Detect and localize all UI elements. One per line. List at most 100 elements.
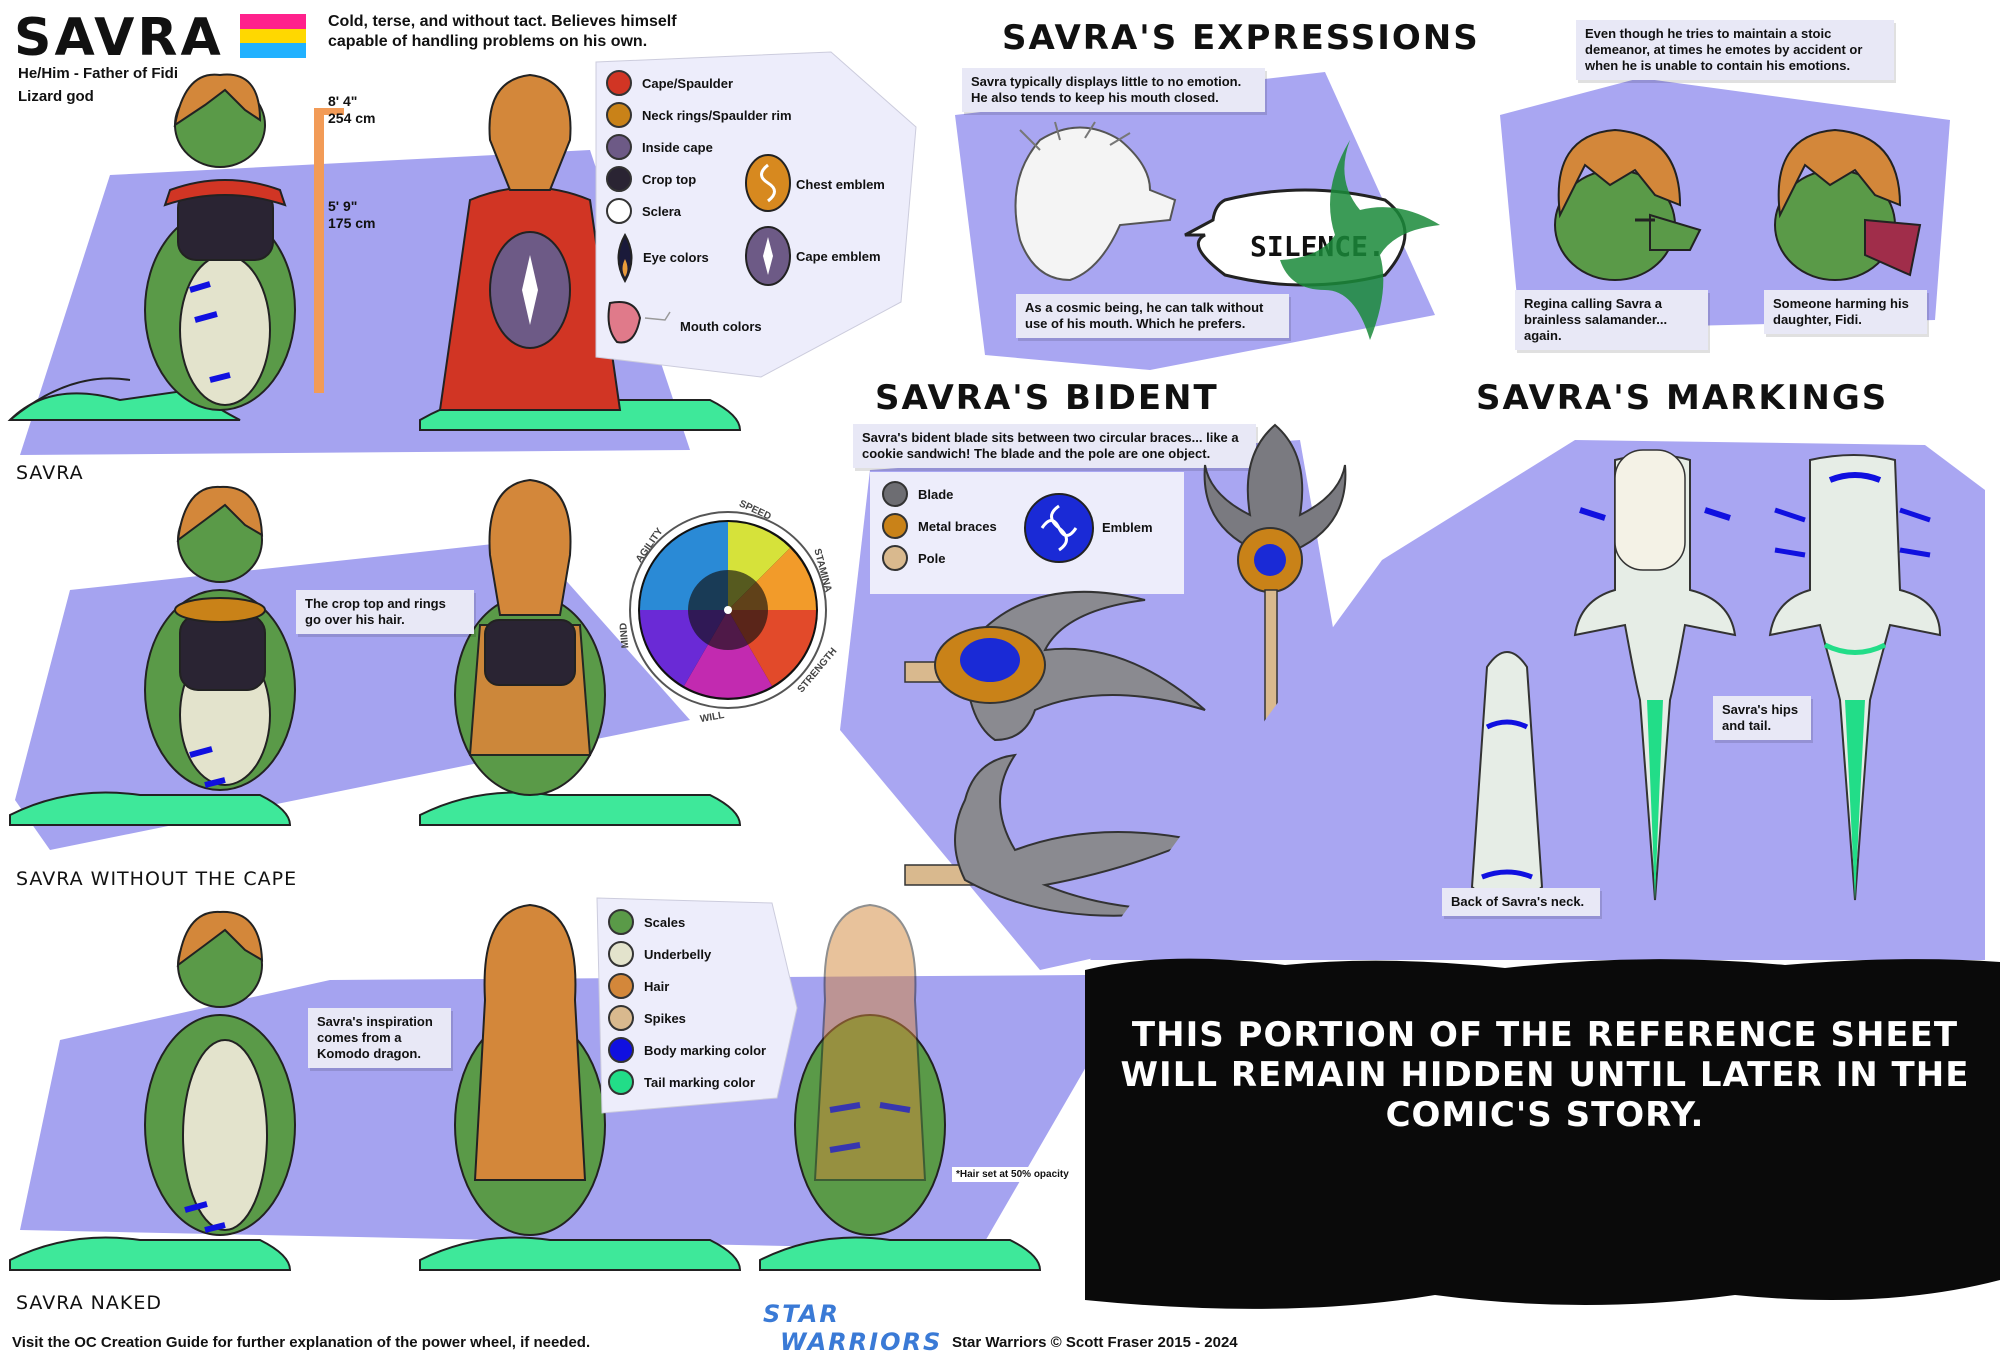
color-swatch <box>882 481 908 507</box>
color-swatch <box>882 545 908 571</box>
species: Lizard god <box>18 88 94 105</box>
row2-label: SAVRA WITHOUT THE CAPE <box>16 868 298 890</box>
color-swatch <box>606 166 632 192</box>
color-swatch <box>606 198 632 224</box>
eye-colors-label: Eye colors <box>643 250 709 265</box>
markings-hips-front <box>1573 449 1737 901</box>
cape-emblem-icon <box>745 226 791 286</box>
palette2-panel-bg <box>596 897 798 1114</box>
markings-neck-back <box>1470 651 1544 903</box>
cosmic-star-icon <box>1280 140 1440 340</box>
savra-back-nocape <box>419 478 742 826</box>
markings-hips-back <box>1768 454 1942 901</box>
swatch-neck-rings: Neck rings/Spaulder rim <box>606 99 792 131</box>
bident-title: SAVRA'S BIDENT <box>875 378 1219 418</box>
chest-emblem-icon <box>745 154 791 212</box>
swatch-sclera: Sclera <box>606 195 792 227</box>
height-mid-cm: 175 cm <box>328 215 376 231</box>
chest-emblem-label: Chest emblem <box>796 177 885 192</box>
power-wheel-footnote: Visit the OC Creation Guide for further … <box>12 1334 591 1351</box>
color-swatch <box>606 134 632 160</box>
swatch-label: Scales <box>644 914 686 930</box>
swatch-scales: Scales <box>608 906 766 938</box>
logo-line-1: STAR <box>763 1300 840 1328</box>
star-warriors-logo: STAR WARRIORS <box>745 1300 940 1360</box>
height-max-cm: 254 cm <box>328 110 376 126</box>
savra-back-hair-transparent <box>759 903 1042 1271</box>
swatch-label: Spikes <box>644 1010 686 1026</box>
note-hips: Savra's hips and tail. <box>1713 696 1811 740</box>
palette1-list: Cape/Spaulder Neck rings/Spaulder rim In… <box>606 67 792 227</box>
note-talk: As a cosmic being, he can talk without u… <box>1016 294 1289 338</box>
swatch-label: Tail marking color <box>644 1074 756 1090</box>
swatch-label: Cape/Spaulder <box>642 75 734 91</box>
swatch-pole: Pole <box>882 542 1172 574</box>
swatch-label: Neck rings/Spaulder rim <box>642 107 792 123</box>
bident-emblem-label: Emblem <box>1102 520 1153 535</box>
savra-front-caped <box>7 73 296 421</box>
note-regina: Regina calling Savra a brainless salaman… <box>1515 290 1708 350</box>
swatch-label: Metal braces <box>918 518 997 534</box>
copyright: Star Warriors © Scott Fraser 2015 - 2024 <box>952 1334 1238 1351</box>
swatch-cape: Cape/Spaulder <box>606 67 792 99</box>
note-fidi: Someone harming his daughter, Fidi. <box>1764 290 1927 334</box>
pronouns: He/Him - Father of Fidi <box>18 65 179 82</box>
color-swatch <box>882 513 908 539</box>
bident-weapon <box>1203 423 1347 907</box>
hidden-panel <box>1085 958 2000 1309</box>
row3-label: SAVRA NAKED <box>16 1292 162 1314</box>
cape-emblem-label: Cape emblem <box>796 249 881 264</box>
character-name: SAVRA <box>14 8 224 68</box>
swatch-label: Body marking color <box>644 1042 767 1058</box>
swatch-metal-braces: Metal braces <box>882 510 1172 542</box>
swatch-label: Underbelly <box>644 946 712 962</box>
expressions-title: SAVRA'S EXPRESSIONS <box>1002 18 1480 58</box>
color-swatch <box>608 1005 634 1031</box>
note-neck: Back of Savra's neck. <box>1442 888 1600 916</box>
flag-stripe <box>240 43 306 58</box>
flag-stripe <box>240 14 306 29</box>
height-mid-ft: 5' 9" <box>328 198 358 214</box>
savra-front-nocape <box>9 485 296 826</box>
pride-flag <box>240 14 306 58</box>
swatch-spikes: Spikes <box>608 1002 766 1034</box>
mouth-colors-label: Mouth colors <box>680 319 762 334</box>
savra-front-naked <box>9 910 296 1271</box>
color-swatch <box>606 70 632 96</box>
color-swatch <box>608 973 634 999</box>
color-swatch <box>606 102 632 128</box>
swatch-inside-cape: Inside cape <box>606 131 792 163</box>
palette1-panel-bg <box>595 51 917 378</box>
swatch-label: Sclera <box>642 203 682 219</box>
note-inspiration: Savra's inspiration comes from a Komodo … <box>308 1008 451 1068</box>
savra-angry-face <box>1774 128 1922 281</box>
savra-neutral-sketch <box>1014 121 1177 282</box>
height-bar-cap <box>314 108 344 115</box>
swatch-label: Blade <box>918 486 954 502</box>
swatch-label: Hair <box>644 978 670 994</box>
row1-label: SAVRA <box>16 462 84 484</box>
note-hair-opacity: *Hair set at 50% opacity <box>952 1167 1073 1182</box>
swatch-body-marking: Body marking color <box>608 1034 766 1066</box>
description: Cold, terse, and without tact. Believes … <box>328 13 677 50</box>
swatch-label: Crop top <box>642 171 697 187</box>
swatch-underbelly: Underbelly <box>608 938 766 970</box>
power-wheel <box>629 511 827 709</box>
height-bar <box>314 108 324 393</box>
savra-annoyed-face <box>1554 128 1702 281</box>
swatch-blade: Blade <box>882 478 1172 510</box>
color-swatch <box>608 909 634 935</box>
flag-stripe <box>240 28 306 44</box>
bident-blade-side-view <box>904 753 1199 917</box>
color-swatch <box>608 1037 634 1063</box>
logo-line-2: WARRIORS <box>780 1328 943 1356</box>
note-neutral: Savra typically displays little to no em… <box>962 68 1265 112</box>
hidden-notice: THIS PORTION OF THE REFERENCE SHEET WILL… <box>1120 1015 1970 1135</box>
color-swatch <box>608 1069 634 1095</box>
note-crop-top: The crop top and rings go over his hair. <box>296 590 474 634</box>
wheel-label-mind: MIND <box>618 622 632 649</box>
bident-emblem-icon <box>1024 493 1094 563</box>
swatch-label: Inside cape <box>642 139 713 155</box>
note-emote: Even though he tries to maintain a stoic… <box>1576 20 1894 80</box>
swatch-label: Pole <box>918 550 946 566</box>
